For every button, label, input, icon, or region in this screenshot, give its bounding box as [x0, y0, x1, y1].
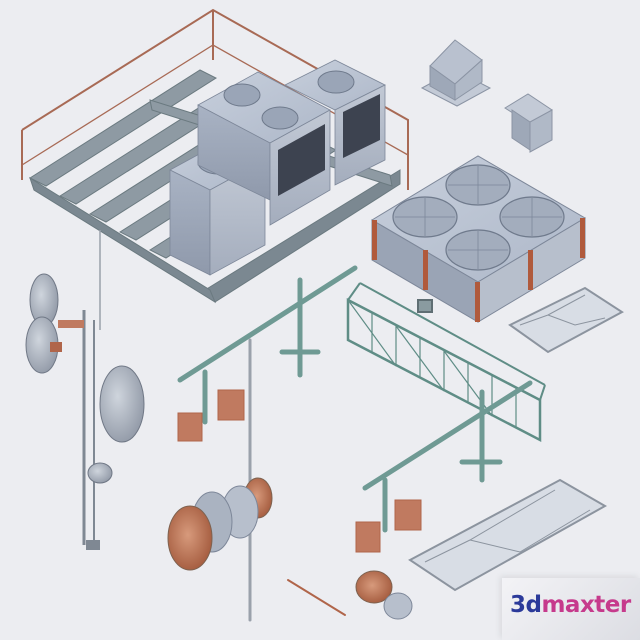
davit-crane-icon: [177, 265, 533, 622]
cable-reel-icon: [167, 477, 413, 620]
watermark-text: 3dmaxter: [510, 592, 631, 618]
skylight-frame-icon: [408, 286, 624, 592]
watermark-prefix: 3d: [510, 592, 542, 618]
condenser-fan-unit-icon: [371, 155, 586, 323]
rooftop-vent-box-icon: [420, 39, 553, 153]
suspended-platform-icon: [346, 282, 546, 443]
watermark-suffix: maxter: [541, 592, 631, 618]
antenna-mast-icon: [25, 230, 145, 550]
brand-watermark: 3dmaxter: [502, 578, 640, 640]
rooftop-chiller-platform-icon: [21, 8, 409, 304]
